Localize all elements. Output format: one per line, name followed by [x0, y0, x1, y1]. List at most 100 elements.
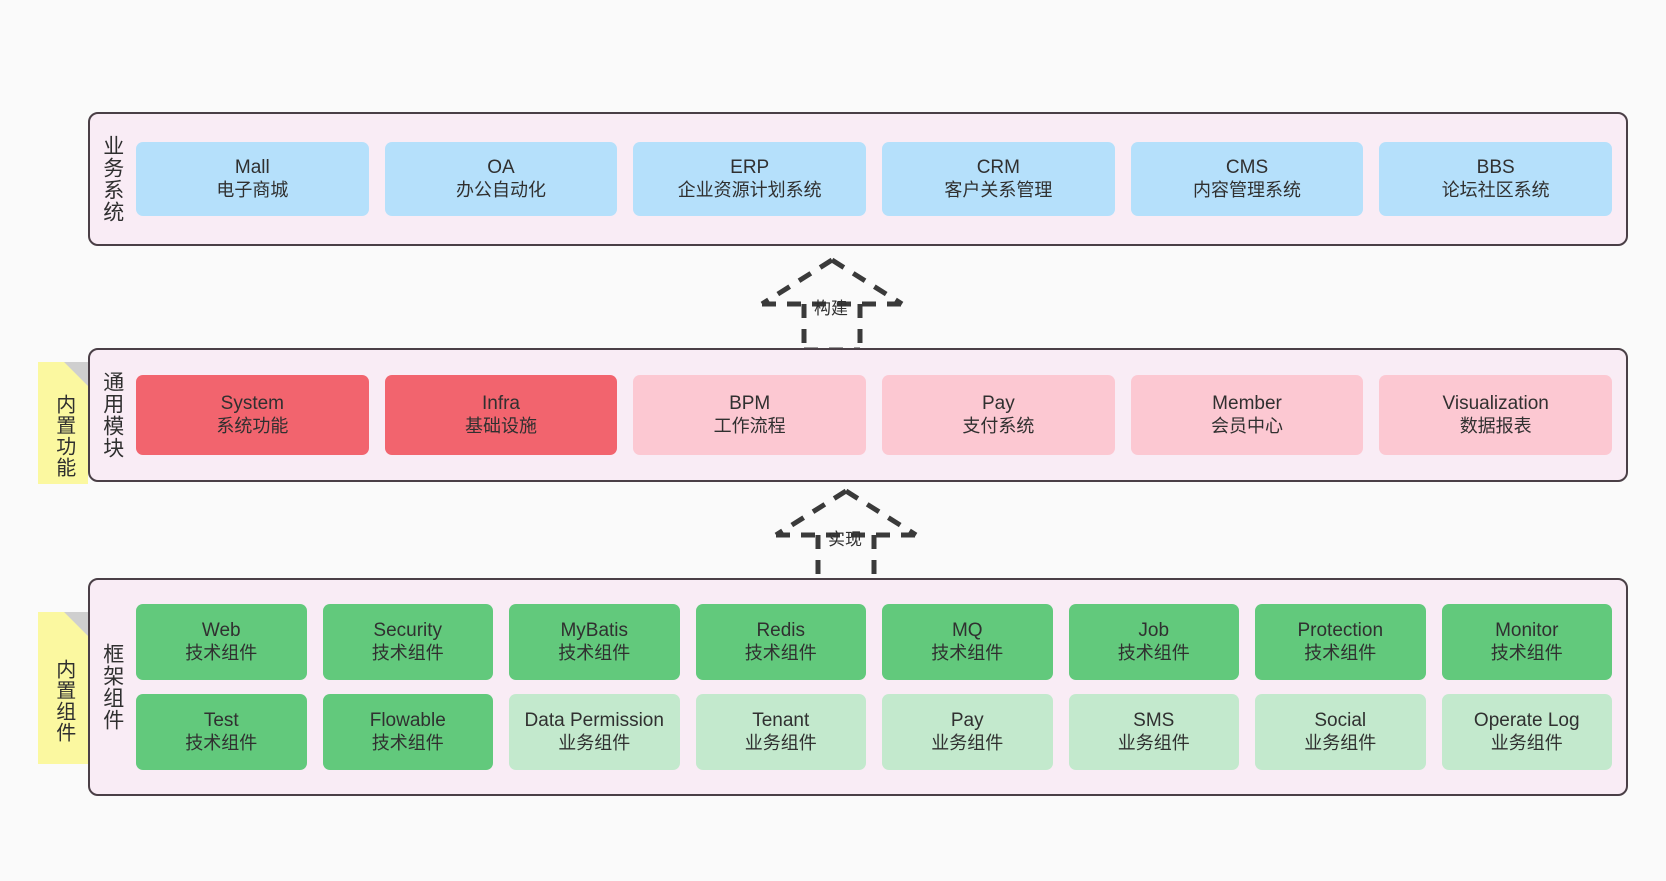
node-label-en: CRM — [976, 157, 1020, 179]
node-label-en: Social — [1314, 710, 1367, 732]
arrow-label-build: 构建 — [814, 299, 848, 318]
node-label-en: Mall — [234, 157, 270, 179]
node-label-en: Tenant — [752, 710, 810, 732]
folded-corner-icon — [64, 362, 88, 386]
node-label-en: Test — [203, 710, 239, 732]
node-label-cn: 支付系统 — [962, 415, 1035, 436]
node-monitor[interactable]: Monitor 技术组件 — [1441, 604, 1612, 680]
node-label-en: Visualization — [1442, 393, 1549, 415]
node-label-cn: 业务组件 — [558, 732, 631, 753]
node-erp[interactable]: ERP 企业资源计划系统 — [633, 142, 867, 216]
node-label-cn: 办公自动化 — [456, 179, 546, 200]
node-bpm[interactable]: BPM 工作流程 — [633, 375, 867, 455]
node-security[interactable]: Security 技术组件 — [322, 604, 493, 680]
node-infra[interactable]: Infra 基础设施 — [384, 375, 618, 455]
node-sms[interactable]: SMS 业务组件 — [1068, 694, 1239, 770]
node-label-en: SMS — [1133, 710, 1175, 732]
node-label-cn: 论坛社区系统 — [1441, 179, 1550, 200]
node-label-en: Member — [1212, 393, 1282, 415]
node-operate-log[interactable]: Operate Log 业务组件 — [1441, 694, 1612, 770]
node-label-en: Monitor — [1495, 620, 1559, 642]
node-oa[interactable]: OA 办公自动化 — [384, 142, 618, 216]
layer-framework-components: 框架组件 Web 技术组件 Security 技术组件 MyBatis 技术组件… — [88, 578, 1628, 796]
node-label-en: Pay — [981, 393, 1015, 415]
node-label-en: BPM — [729, 393, 771, 415]
node-label-en: Security — [373, 620, 443, 642]
node-label-cn: 工作流程 — [713, 415, 786, 436]
node-job[interactable]: Job 技术组件 — [1068, 604, 1239, 680]
node-row: Web 技术组件 Security 技术组件 MyBatis 技术组件 Redi… — [136, 604, 1612, 680]
node-label-cn: 技术组件 — [185, 642, 258, 663]
node-label-cn: 业务组件 — [1490, 732, 1563, 753]
node-label-cn: 技术组件 — [185, 732, 258, 753]
node-cms[interactable]: CMS 内容管理系统 — [1130, 142, 1364, 216]
node-label-cn: 业务组件 — [931, 732, 1004, 753]
node-label-en: CMS — [1225, 157, 1269, 179]
layer-common-modules: 通用模块 System 系统功能 Infra 基础设施 BPM 工作流程 Pay… — [88, 348, 1628, 482]
node-label-en: Infra — [481, 393, 521, 415]
node-label-en: Web — [201, 620, 241, 642]
node-label-en: BBS — [1476, 157, 1515, 179]
node-label-cn: 技术组件 — [371, 642, 444, 663]
node-mybatis[interactable]: MyBatis 技术组件 — [509, 604, 680, 680]
node-label-en: MyBatis — [560, 620, 629, 642]
node-mq[interactable]: MQ 技术组件 — [882, 604, 1053, 680]
node-web[interactable]: Web 技术组件 — [136, 604, 307, 680]
node-pay-module[interactable]: Pay 支付系统 — [882, 375, 1115, 455]
node-label-en: ERP — [730, 157, 770, 179]
node-system[interactable]: System 系统功能 — [136, 375, 369, 455]
sticky-note-builtin-features: 内置功能 — [38, 362, 88, 484]
node-test[interactable]: Test 技术组件 — [136, 694, 307, 770]
arrow-label-implement: 实现 — [828, 530, 862, 549]
layer-business-systems: 业务系统 Mall 电子商城 OA 办公自动化 ERP 企业资源计划系统 CRM… — [88, 112, 1628, 246]
layer-body-common-modules: System 系统功能 Infra 基础设施 BPM 工作流程 Pay 支付系统… — [134, 350, 1626, 480]
node-member[interactable]: Member 会员中心 — [1130, 375, 1364, 455]
node-label-en: OA — [487, 157, 515, 179]
node-label-en: Redis — [756, 620, 806, 642]
node-label-cn: 业务组件 — [1117, 732, 1190, 753]
node-label-cn: 技术组件 — [744, 642, 817, 663]
node-label-cn: 会员中心 — [1211, 415, 1284, 436]
node-label-en: MQ — [951, 620, 983, 642]
node-label-en: Job — [1138, 620, 1170, 642]
sticky-note-label: 内置功能 — [52, 394, 75, 478]
node-data-permission[interactable]: Data Permission 业务组件 — [509, 694, 680, 770]
node-label-cn: 系统功能 — [216, 415, 289, 436]
node-pay-component[interactable]: Pay 业务组件 — [882, 694, 1053, 770]
node-label-cn: 技术组件 — [371, 732, 444, 753]
arrow-implement: 实现 — [766, 487, 926, 586]
node-label-cn: 业务组件 — [744, 732, 817, 753]
node-label-cn: 技术组件 — [558, 642, 631, 663]
node-label-cn: 基础设施 — [465, 415, 537, 436]
node-flowable[interactable]: Flowable 技术组件 — [322, 694, 493, 770]
node-label-en: Pay — [950, 710, 984, 732]
node-redis[interactable]: Redis 技术组件 — [695, 604, 866, 680]
node-crm[interactable]: CRM 客户关系管理 — [882, 142, 1115, 216]
folded-corner-icon — [64, 612, 88, 636]
node-protection[interactable]: Protection 技术组件 — [1255, 604, 1426, 680]
node-label-en: Protection — [1297, 620, 1384, 642]
node-label-cn: 技术组件 — [1304, 642, 1377, 663]
node-label-cn: 企业资源计划系统 — [677, 179, 822, 200]
node-label-en: Data Permission — [524, 710, 664, 732]
node-row: Test 技术组件 Flowable 技术组件 Data Permission … — [136, 694, 1612, 770]
node-mall[interactable]: Mall 电子商城 — [136, 142, 369, 216]
node-label-cn: 技术组件 — [1490, 642, 1563, 663]
node-social[interactable]: Social 业务组件 — [1255, 694, 1426, 770]
layer-title-common-modules: 通用模块 — [100, 371, 124, 459]
node-label-en: System — [220, 393, 285, 415]
node-row: Mall 电子商城 OA 办公自动化 ERP 企业资源计划系统 CRM 客户关系… — [136, 142, 1613, 216]
sticky-note-builtin-components: 内置组件 — [38, 612, 88, 764]
node-label-en: Flowable — [369, 710, 446, 732]
arrow-build: 构建 — [752, 256, 912, 353]
node-label-en: Operate Log — [1473, 710, 1580, 732]
layer-body-framework-components: Web 技术组件 Security 技术组件 MyBatis 技术组件 Redi… — [134, 580, 1626, 794]
node-label-cn: 技术组件 — [1117, 642, 1190, 663]
node-bbs[interactable]: BBS 论坛社区系统 — [1379, 142, 1613, 216]
node-label-cn: 内容管理系统 — [1193, 179, 1302, 200]
node-label-cn: 技术组件 — [931, 642, 1004, 663]
node-visualization[interactable]: Visualization 数据报表 — [1379, 375, 1613, 455]
node-tenant[interactable]: Tenant 业务组件 — [695, 694, 866, 770]
layer-title-framework-components: 框架组件 — [100, 643, 124, 731]
